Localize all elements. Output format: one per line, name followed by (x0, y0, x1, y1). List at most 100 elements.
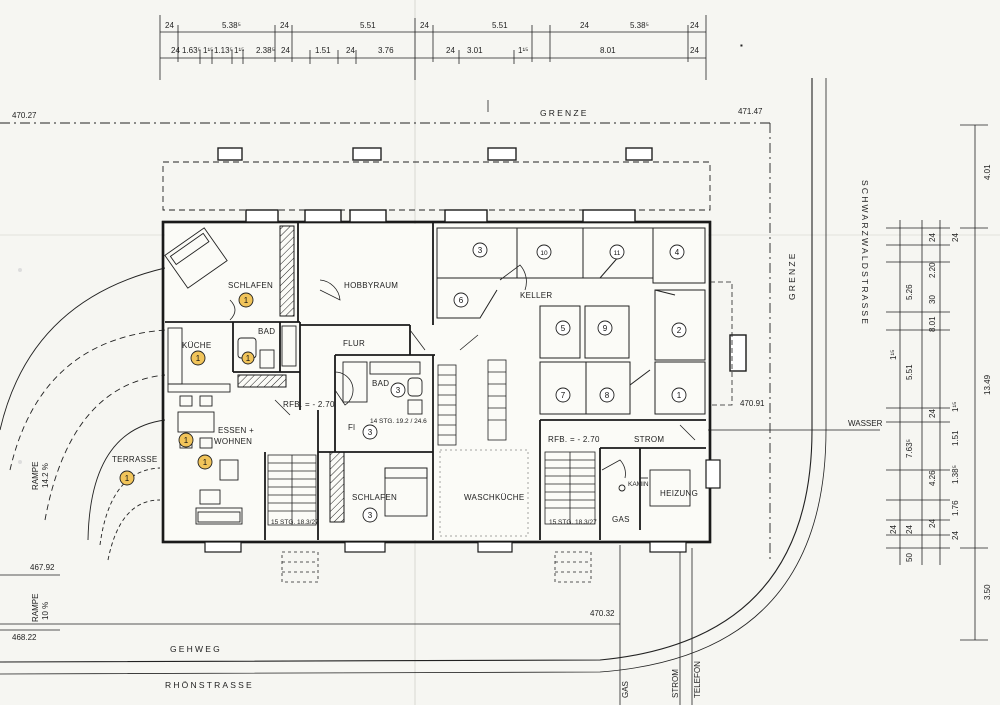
room-label-gas: GAS (612, 515, 630, 524)
marker-essen-b: 1 (197, 454, 213, 470)
room-label-strom: STROM (634, 435, 664, 444)
elevation-bottom-mid: 470.32 (590, 609, 615, 618)
dim-value: 2.38⁵ (256, 46, 275, 55)
marker-schlafen-1: 1 (238, 292, 254, 308)
ramp-value-1: 14.2 % (41, 463, 50, 488)
elevation-top-left: 470.27 (12, 111, 37, 120)
bed-schlafen-2 (384, 467, 428, 517)
dim-value: 24 (420, 21, 429, 30)
marker-keller-2: 2 (671, 322, 687, 338)
floor-level-west: RFB. = - 2.70 (283, 400, 335, 409)
marker-keller-3: 3 (472, 242, 488, 258)
dim-value: 24 (889, 525, 898, 534)
room-label-heizung: HEIZUNG (660, 489, 698, 498)
dim-value: 4.01 (983, 164, 992, 180)
svg-text:6: 6 (459, 296, 464, 305)
utility-lines (619, 429, 880, 705)
dim-value: 24 (165, 21, 174, 30)
svg-text:2: 2 (677, 326, 682, 335)
phone-line-label: TELEFON (693, 661, 702, 698)
dim-value: 1¹⁵ (234, 46, 244, 55)
room-label-kueche: KÜCHE (182, 341, 212, 350)
laundry-zone (439, 449, 529, 537)
dim-value: 24 (690, 46, 699, 55)
dim-value: 24 (928, 233, 937, 242)
room-label-essen: ESSEN + (218, 426, 254, 435)
ramp-label-2: RAMPE (31, 594, 40, 622)
dim-value: 5.38⁵ (630, 21, 649, 30)
stair-spec-west: 15 STG. 18.3/27 (271, 519, 319, 526)
boundary-label-top: GRENZE (540, 108, 589, 118)
dim-value: 1.13⁵ (214, 46, 233, 55)
corner-mark: ▪ (740, 41, 743, 50)
svg-text:4: 4 (675, 248, 680, 257)
punch-hole (18, 268, 22, 272)
door-swings (229, 264, 696, 479)
dim-value: 5.38⁵ (222, 21, 241, 30)
dim-value: 7.63⁵ (905, 439, 914, 458)
marker-flur-2: 3 (362, 424, 378, 440)
elevation-left-1: 467.92 (30, 563, 55, 572)
light-well-right (729, 334, 747, 372)
elevation-left-2: 468.22 (12, 633, 37, 642)
dim-value: 3.50 (983, 584, 992, 600)
sidewalk-label: GEHWEG (170, 644, 222, 654)
marker-keller-5: 5 (555, 320, 571, 336)
svg-text:3: 3 (368, 428, 373, 437)
dim-value: 3.01 (467, 46, 483, 55)
property-boundary (0, 122, 771, 560)
svg-text:1: 1 (246, 354, 251, 363)
marker-keller-6: 6 (453, 292, 469, 308)
interior-walls (165, 222, 706, 540)
dim-value: 13.49 (983, 374, 992, 395)
floor-level-east: RFB. = - 2.70 (548, 435, 600, 444)
stair-east (544, 451, 596, 525)
svg-text:1: 1 (244, 296, 249, 305)
dim-value: 30 (928, 295, 937, 304)
driveway-curves (0, 267, 166, 561)
bath-fixtures-2 (342, 361, 423, 415)
overhang-right (710, 281, 733, 406)
exterior-walls-redraw (161, 220, 712, 544)
dim-value: 24 (928, 519, 937, 528)
dim-value: 1¹⁵ (951, 402, 960, 412)
bed-schlafen-1 (164, 227, 228, 289)
bottom-windows (204, 541, 687, 553)
dim-value: 8.01 (928, 316, 937, 332)
room-label-schlafen: SCHLAFEN (228, 281, 273, 290)
dim-value: 1¹⁵ (889, 350, 898, 360)
room-label-flur: FLUR (343, 339, 365, 348)
dim-value: 50 (905, 553, 914, 562)
dim-value: 24 (346, 46, 355, 55)
dim-value: 1.51 (951, 430, 960, 446)
chimney-nib (705, 459, 721, 489)
svg-text:7: 7 (561, 391, 566, 400)
dim-value: 24 (951, 233, 960, 242)
room-label-fl: Fl (348, 423, 355, 432)
room-label-wohnen: WOHNEN (214, 437, 252, 446)
dim-value: 2.20 (928, 262, 937, 278)
heating-unit (618, 469, 691, 507)
light-wells-top (217, 147, 653, 161)
marker-essen-a: 1 (178, 432, 194, 448)
gas-line-label: GAS (621, 681, 630, 698)
dim-value: 5.51 (360, 21, 376, 30)
marker-keller-9: 9 (597, 320, 613, 336)
stair-central (437, 359, 507, 446)
masonry-hatching (237, 225, 345, 523)
stair-spec-central: 14 STG. 19.2 / 24.6 (370, 418, 427, 425)
dim-value: 5.26 (905, 284, 914, 300)
right-dimension-chains (886, 124, 988, 641)
dim-value: 4.26 (928, 470, 937, 486)
marker-terrasse: 1 (119, 470, 135, 486)
dim-value: 24 (281, 46, 290, 55)
street-name-schwarzwaldstrasse: SCHWARZWALDSTRASSE (860, 180, 870, 326)
marker-kueche: 1 (190, 350, 206, 366)
marker-keller-10: 10 (536, 244, 552, 260)
svg-text:5: 5 (561, 324, 566, 333)
room-label-bad-2: BAD (372, 379, 389, 388)
dim-value: 1.51 (315, 46, 331, 55)
ramp-label-1: RAMPE (31, 462, 40, 490)
